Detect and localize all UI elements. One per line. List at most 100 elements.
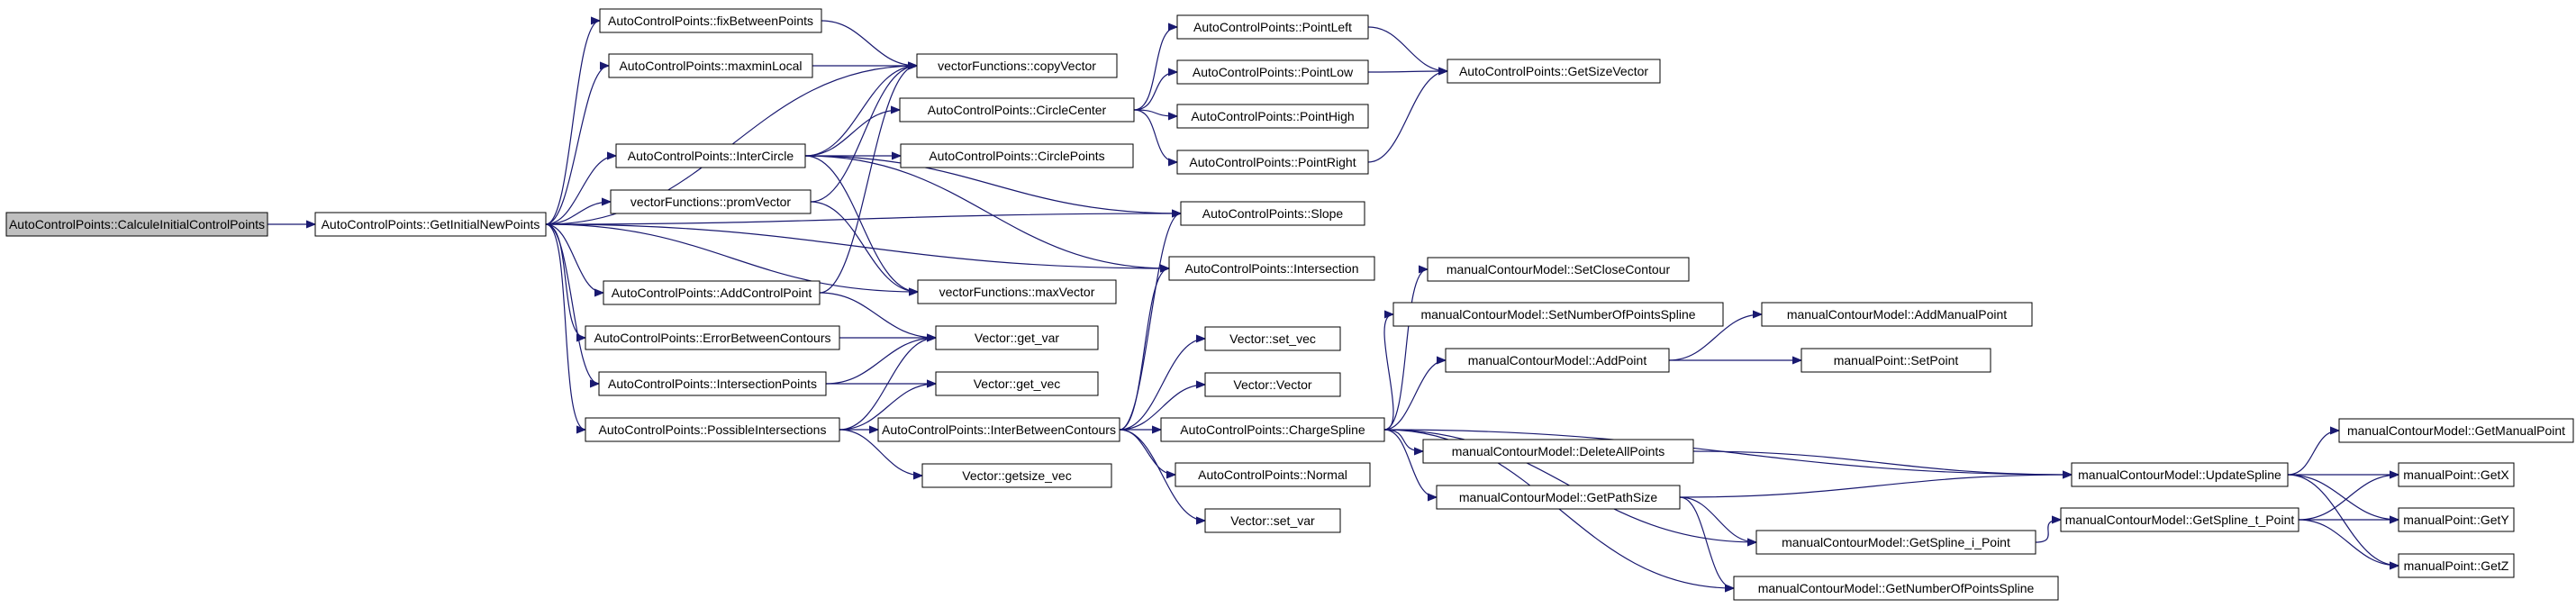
node-set-vec[interactable]: Vector::set_vec xyxy=(1204,326,1341,351)
node-get-initial-new[interactable]: AutoControlPoints::GetInitialNewPoints xyxy=(314,212,547,237)
node-box xyxy=(603,280,821,305)
edge-inter-between-to-vector-ctor xyxy=(1119,385,1205,431)
node-add-point[interactable]: manualContourModel::AddPoint xyxy=(1445,348,1670,373)
edge-get-spline-tpoint-to-get-x xyxy=(2298,475,2399,521)
node-label: AutoControlPoints::AddControlPoint xyxy=(612,286,812,300)
node-box xyxy=(5,212,268,237)
edge-charge-spline-to-get-path-size xyxy=(1383,429,1438,497)
node-set-number-of-points-spline[interactable]: manualContourModel::SetNumberOfPointsSpl… xyxy=(1392,302,1724,327)
node-label: manualContourModel::DeleteAllPoints xyxy=(1452,444,1665,458)
node-set-close-contour[interactable]: manualContourModel::SetCloseContour xyxy=(1427,257,1690,282)
node-box xyxy=(2398,462,2515,487)
node-get-y[interactable]: manualPoint::GetY xyxy=(2398,507,2515,532)
edge-get-initial-new-to-prom-vector xyxy=(545,202,611,225)
node-label: Vector::get_var xyxy=(975,331,1060,345)
node-box xyxy=(599,8,822,33)
node-get-number-of-points-spline[interactable]: manualContourModel::GetNumberOfPointsSpl… xyxy=(1733,576,2059,601)
node-inter-between[interactable]: AutoControlPoints::InterBetweenContours xyxy=(877,417,1120,442)
node-normal[interactable]: AutoControlPoints::Normal xyxy=(1175,462,1371,487)
node-box xyxy=(1176,150,1369,175)
node-label: Vector::get_vec xyxy=(974,377,1061,391)
edge-point-low-to-get-size-vector xyxy=(1367,71,1447,72)
edge-add-control-point-to-get-var xyxy=(819,292,936,338)
node-label: AutoControlPoints::InterBetweenContours xyxy=(882,422,1116,437)
node-maxmin-local[interactable]: AutoControlPoints::maxminLocal xyxy=(608,53,813,78)
node-add-manual-point[interactable]: manualContourModel::AddManualPoint xyxy=(1761,302,2033,327)
node-get-spline-tpoint[interactable]: manualContourModel::GetSpline_t_Point xyxy=(2060,507,2299,532)
node-point-right[interactable]: AutoControlPoints::PointRight xyxy=(1176,150,1369,175)
node-add-control-point[interactable]: AutoControlPoints::AddControlPoint xyxy=(603,280,821,305)
node-box xyxy=(585,417,840,442)
node-box xyxy=(1422,439,1694,464)
node-point-left[interactable]: AutoControlPoints::PointLeft xyxy=(1176,14,1369,40)
node-box xyxy=(877,417,1120,442)
node-calcule-initial[interactable]: AutoControlPoints::CalculeInitialControl… xyxy=(5,212,268,237)
node-box xyxy=(1176,104,1369,129)
edge-possible-intersections-to-get-var xyxy=(839,338,936,431)
edge-get-initial-new-to-add-control-point xyxy=(545,223,604,293)
node-label: AutoControlPoints::Normal xyxy=(1198,467,1347,482)
edge-point-right-to-get-size-vector xyxy=(1367,71,1447,163)
node-update-spline[interactable]: manualContourModel::UpdateSpline xyxy=(2071,462,2289,487)
node-set-point[interactable]: manualPoint::SetPoint xyxy=(1800,348,1991,373)
edge-inter-circle-to-copy-vector xyxy=(804,66,917,157)
edge-intersection-points-to-get-var xyxy=(825,338,936,385)
node-slope[interactable]: AutoControlPoints::Slope xyxy=(1180,201,1365,226)
node-box xyxy=(900,143,1134,168)
edge-possible-intersections-to-get-vec xyxy=(839,384,936,431)
node-intersection[interactable]: AutoControlPoints::Intersection xyxy=(1168,256,1375,281)
edge-inter-circle-to-max-vector xyxy=(804,155,918,292)
node-set-var[interactable]: Vector::set_var xyxy=(1204,508,1341,533)
node-max-vector[interactable]: vectorFunctions::maxVector xyxy=(917,279,1117,304)
node-box xyxy=(1176,14,1369,40)
node-label: manualContourModel::AddPoint xyxy=(1468,353,1647,368)
node-get-x[interactable]: manualPoint::GetX xyxy=(2398,462,2515,487)
edge-get-path-size-to-update-spline xyxy=(1679,475,2072,498)
node-box xyxy=(935,371,1099,396)
edge-prom-vector-to-copy-vector xyxy=(810,66,917,203)
node-point-high[interactable]: AutoControlPoints::PointHigh xyxy=(1176,104,1369,129)
node-inter-circle[interactable]: AutoControlPoints::InterCircle xyxy=(615,143,806,168)
node-get-var[interactable]: Vector::get_var xyxy=(935,325,1099,350)
node-vector-ctor[interactable]: Vector::Vector xyxy=(1204,372,1341,397)
edge-circle-center-to-point-left xyxy=(1133,27,1178,111)
node-get-size-vector[interactable]: AutoControlPoints::GetSizeVector xyxy=(1447,59,1661,84)
edge-inter-between-to-intersection xyxy=(1119,268,1170,431)
edge-delete-all-points-to-update-spline xyxy=(1692,450,2072,475)
node-intersection-points[interactable]: AutoControlPoints::IntersectionPoints xyxy=(598,371,827,396)
node-circle-center[interactable]: AutoControlPoints::CircleCenter xyxy=(899,97,1135,123)
node-box xyxy=(1427,257,1690,282)
edge-get-initial-new-to-intersection-points xyxy=(545,223,600,384)
node-label: AutoControlPoints::maxminLocal xyxy=(619,59,802,73)
node-label: Vector::Vector xyxy=(1233,377,1311,392)
node-point-low[interactable]: AutoControlPoints::PointLow xyxy=(1176,59,1369,85)
node-label: AutoControlPoints::PointLow xyxy=(1193,65,1354,79)
edge-inter-between-to-slope xyxy=(1119,213,1182,431)
node-prom-vector[interactable]: vectorFunctions::promVector xyxy=(610,189,812,214)
node-get-manual-point[interactable]: manualContourModel::GetManualPoint xyxy=(2338,418,2574,443)
node-box xyxy=(608,53,813,78)
node-get-vec[interactable]: Vector::get_vec xyxy=(935,371,1099,396)
node-get-z[interactable]: manualPoint::GetZ xyxy=(2398,553,2515,578)
call-edges xyxy=(268,21,2399,588)
node-error-between[interactable]: AutoControlPoints::ErrorBetweenContours xyxy=(585,325,840,350)
node-possible-intersections[interactable]: AutoControlPoints::PossibleIntersections xyxy=(585,417,840,442)
node-box xyxy=(2338,418,2574,443)
edge-get-initial-new-to-inter-circle xyxy=(545,156,616,225)
node-label: AutoControlPoints::PointRight xyxy=(1189,155,1356,169)
edge-get-spline-tpoint-to-get-z xyxy=(2298,519,2399,566)
node-charge-spline[interactable]: AutoControlPoints::ChargeSpline xyxy=(1160,417,1385,442)
node-getsize-vec[interactable]: Vector::getsize_vec xyxy=(921,463,1112,488)
node-box xyxy=(598,371,827,396)
node-label: AutoControlPoints::IntersectionPoints xyxy=(608,377,817,391)
node-circle-points[interactable]: AutoControlPoints::CirclePoints xyxy=(900,143,1134,168)
edge-add-control-point-to-copy-vector xyxy=(819,66,917,294)
node-label: manualContourModel::GetSpline_t_Point xyxy=(2065,513,2295,527)
node-get-path-size[interactable]: manualContourModel::GetPathSize xyxy=(1436,485,1681,510)
node-get-spline-ipoint[interactable]: manualContourModel::GetSpline_i_Point xyxy=(1755,530,2036,555)
node-label: AutoControlPoints::InterCircle xyxy=(628,149,794,163)
node-copy-vector[interactable]: vectorFunctions::copyVector xyxy=(916,53,1118,78)
node-delete-all-points[interactable]: manualContourModel::DeleteAllPoints xyxy=(1422,439,1694,464)
node-fix-between[interactable]: AutoControlPoints::fixBetweenPoints xyxy=(599,8,822,33)
node-box xyxy=(1733,576,2059,601)
